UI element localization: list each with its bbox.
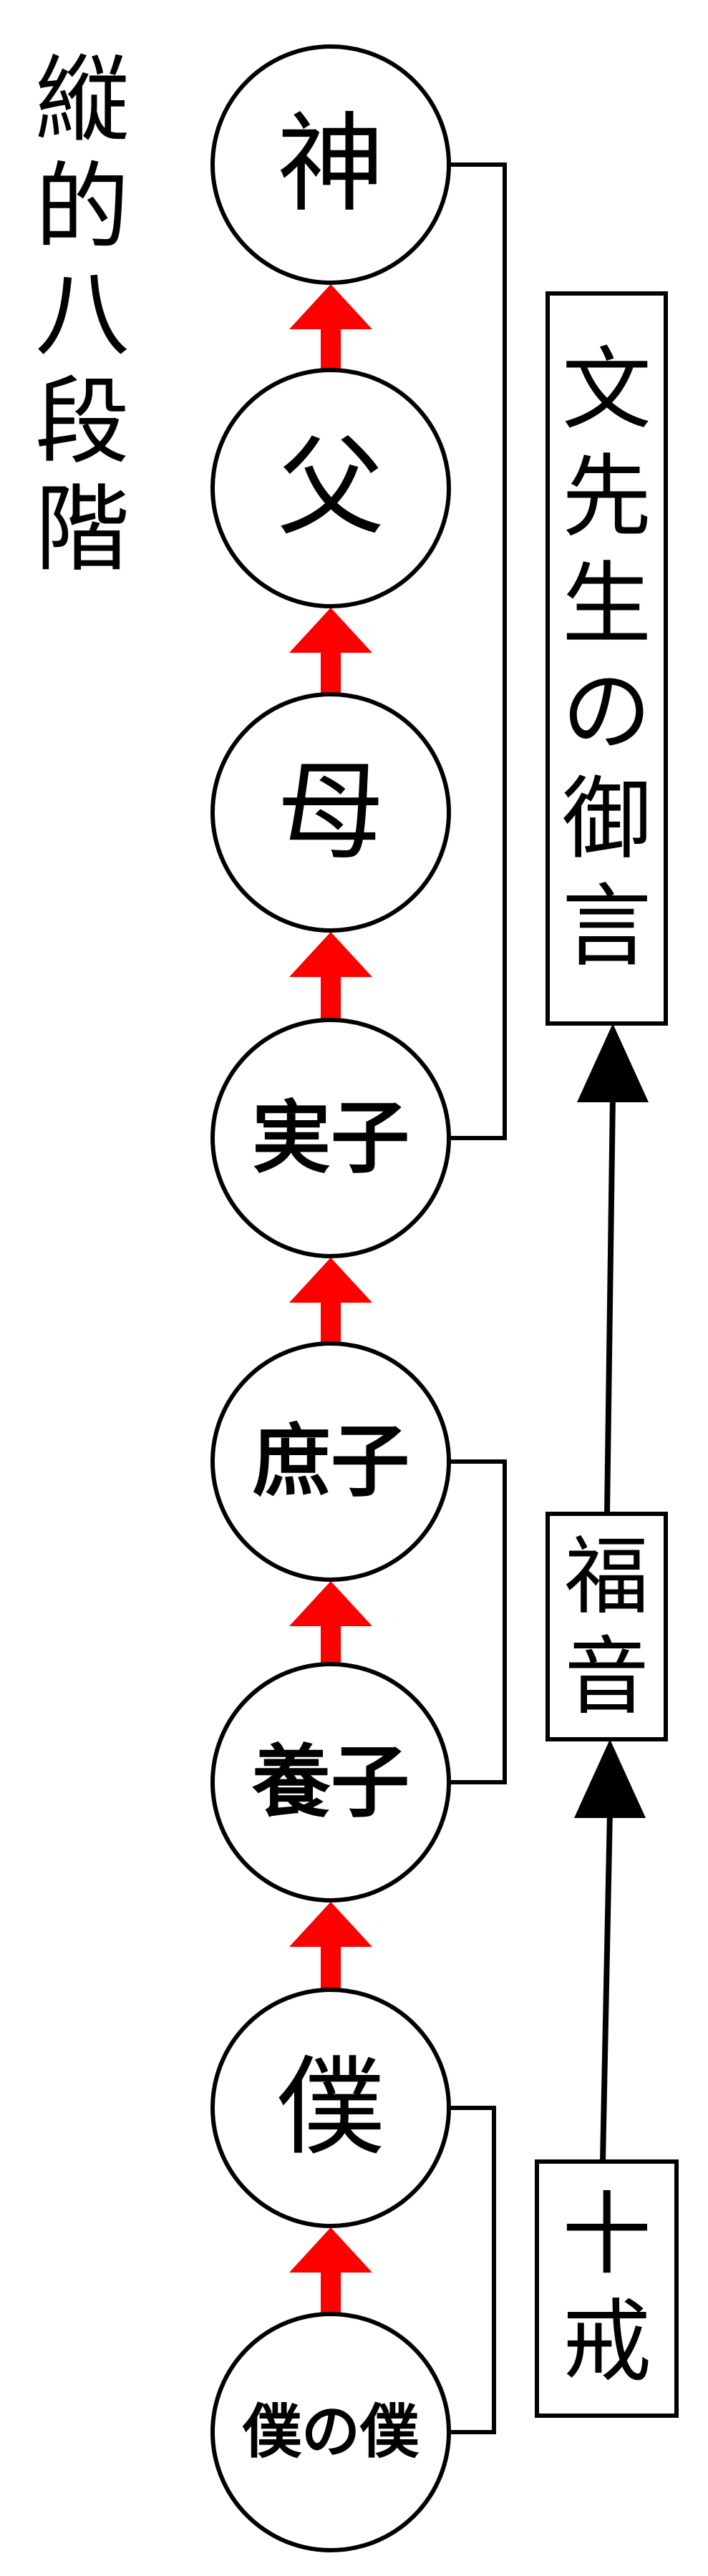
box-top-char: の	[562, 661, 651, 764]
stage-arrow-head	[289, 284, 372, 329]
title-char: 的	[35, 152, 130, 263]
stage-label: 実子	[252, 1092, 409, 1184]
stage-label: 僕	[277, 2046, 384, 2170]
box-bottom	[535, 2159, 679, 2418]
box-top-char: 先	[562, 446, 651, 550]
stage-circle	[210, 368, 451, 608]
stage-arrow-head	[289, 2227, 372, 2273]
stage-arrow-head	[289, 1581, 372, 1626]
stage-arrow-head	[289, 932, 372, 977]
title-char: 段	[35, 367, 130, 477]
stage-circle	[210, 692, 451, 933]
title-char: 八	[35, 260, 130, 370]
box-top-char: 言	[562, 875, 651, 979]
group-bracket	[449, 1459, 507, 1784]
box-arrow-upper-shaft	[604, 1094, 616, 1515]
box-middle-char: 音	[564, 1628, 649, 1726]
box-middle	[545, 1512, 668, 1741]
box-arrow-lower-shaft	[600, 1810, 613, 2162]
stage-label: 母	[277, 750, 384, 875]
box-top-char: 御	[562, 768, 651, 872]
box-bottom-char: 十	[562, 2183, 651, 2287]
box-arrow-upper-head	[577, 1024, 649, 1102]
box-top	[545, 291, 668, 1026]
group-bracket	[449, 162, 507, 1140]
stage-label: 僕の僕	[242, 2398, 420, 2466]
box-middle-char: 福	[564, 1527, 649, 1626]
stage-label: 父	[277, 426, 384, 550]
box-bottom-char: 戒	[562, 2290, 651, 2394]
stage-arrow-head	[289, 1902, 372, 1947]
stage-arrow-head	[289, 608, 372, 653]
group-bracket	[449, 2106, 496, 2434]
box-top-char: 文	[562, 339, 651, 442]
box-top-char: 生	[562, 553, 651, 657]
stage-label: 養子	[251, 1736, 409, 1828]
stage-label: 庶子	[252, 1416, 409, 1507]
title-char: 縦	[35, 45, 130, 155]
title-char: 階	[35, 475, 130, 585]
box-arrow-lower-head	[574, 1739, 646, 1818]
stage-label: 神	[277, 102, 384, 227]
stage-arrow-head	[289, 1258, 372, 1303]
